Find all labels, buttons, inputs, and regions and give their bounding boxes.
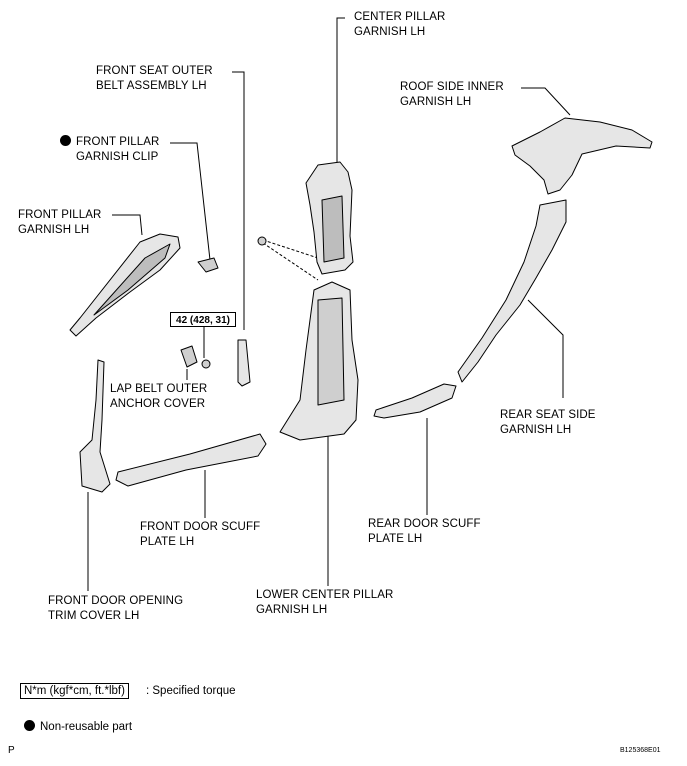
leader-center-pillar <box>336 17 345 165</box>
label-front-door-opening-trim: FRONT DOOR OPENING TRIM COVER LH <box>48 594 183 624</box>
roof-side-garnish-part <box>511 117 653 195</box>
label-lower-center-pillar: LOWER CENTER PILLAR GARNISH LH <box>256 588 393 618</box>
non-reusable-dot-icon <box>60 135 71 146</box>
torque-value-box: 42 (428, 31) <box>170 312 236 327</box>
figure-id: B125368E01 <box>620 747 661 754</box>
label-front-pillar-clip: FRONT PILLAR GARNISH CLIP <box>60 135 159 165</box>
front-scuff-plate-part <box>115 433 267 487</box>
label-rear-door-scuff: REAR DOOR SCUFF PLATE LH <box>368 517 481 547</box>
label-line: GARNISH LH <box>400 96 472 108</box>
label-line: FRONT DOOR OPENING <box>48 595 184 607</box>
label-line: GARNISH LH <box>256 604 328 616</box>
rear-seat-side-garnish-part <box>457 199 567 383</box>
label-line: PLATE LH <box>368 533 423 545</box>
label-line: ROOF SIDE INNER <box>400 81 504 93</box>
belt-assembly-part <box>237 339 251 387</box>
label-front-pillar-garnish: FRONT PILLAR GARNISH LH <box>18 208 101 238</box>
label-line: LOWER CENTER PILLAR <box>256 589 394 601</box>
leader-front-seat-belt <box>232 71 245 330</box>
label-lap-belt-anchor-cover: LAP BELT OUTER ANCHOR COVER <box>110 382 207 412</box>
label-line: CENTER PILLAR <box>354 11 446 23</box>
label-line: FRONT PILLAR <box>18 209 102 221</box>
label-line: FRONT PILLAR <box>76 136 160 148</box>
label-front-seat-belt: FRONT SEAT OUTER BELT ASSEMBLY LH <box>96 64 213 94</box>
label-rear-seat-side-garnish: REAR SEAT SIDE GARNISH LH <box>500 408 596 438</box>
label-center-pillar-garnish: CENTER PILLAR GARNISH LH <box>354 10 445 40</box>
screw-dashed <box>262 239 319 281</box>
door-opening-trim-part <box>79 359 111 493</box>
label-line: FRONT SEAT OUTER <box>96 65 213 77</box>
leader-pillar-clip <box>170 142 211 261</box>
label-line: FRONT DOOR SCUFF <box>140 521 261 533</box>
label-line: TRIM COVER LH <box>48 610 140 622</box>
label-front-door-scuff: FRONT DOOR SCUFF PLATE LH <box>140 520 260 550</box>
leader-rear-seat-side <box>527 299 564 398</box>
non-reusable-dot-icon <box>24 720 35 731</box>
label-line: REAR DOOR SCUFF <box>368 518 481 530</box>
label-line: GARNISH LH <box>354 26 426 38</box>
label-line: BELT ASSEMBLY LH <box>96 80 207 92</box>
anchor-cover-part <box>180 345 198 368</box>
label-line: LAP BELT OUTER <box>110 383 208 395</box>
label-roof-side-inner-garnish: ROOF SIDE INNER GARNISH LH <box>400 80 504 110</box>
legend-non-reusable: Non-reusable part <box>24 720 132 735</box>
legend-torque-box: N*m (kgf*cm, ft.*lbf) <box>20 683 129 699</box>
leader-roof-side <box>521 87 571 116</box>
legend-torque-text: : Specified torque <box>146 685 236 697</box>
label-line: ANCHOR COVER <box>110 398 206 410</box>
corner-letter: P <box>8 745 15 756</box>
label-line: GARNISH LH <box>500 424 572 436</box>
label-line: PLATE LH <box>140 536 195 548</box>
rear-scuff-plate-part <box>373 383 457 419</box>
legend-non-reusable-text: Non-reusable part <box>40 721 133 733</box>
label-line: GARNISH LH <box>18 224 90 236</box>
label-line: REAR SEAT SIDE <box>500 409 596 421</box>
leader-front-pillar <box>112 214 143 236</box>
label-line: GARNISH CLIP <box>76 151 159 163</box>
